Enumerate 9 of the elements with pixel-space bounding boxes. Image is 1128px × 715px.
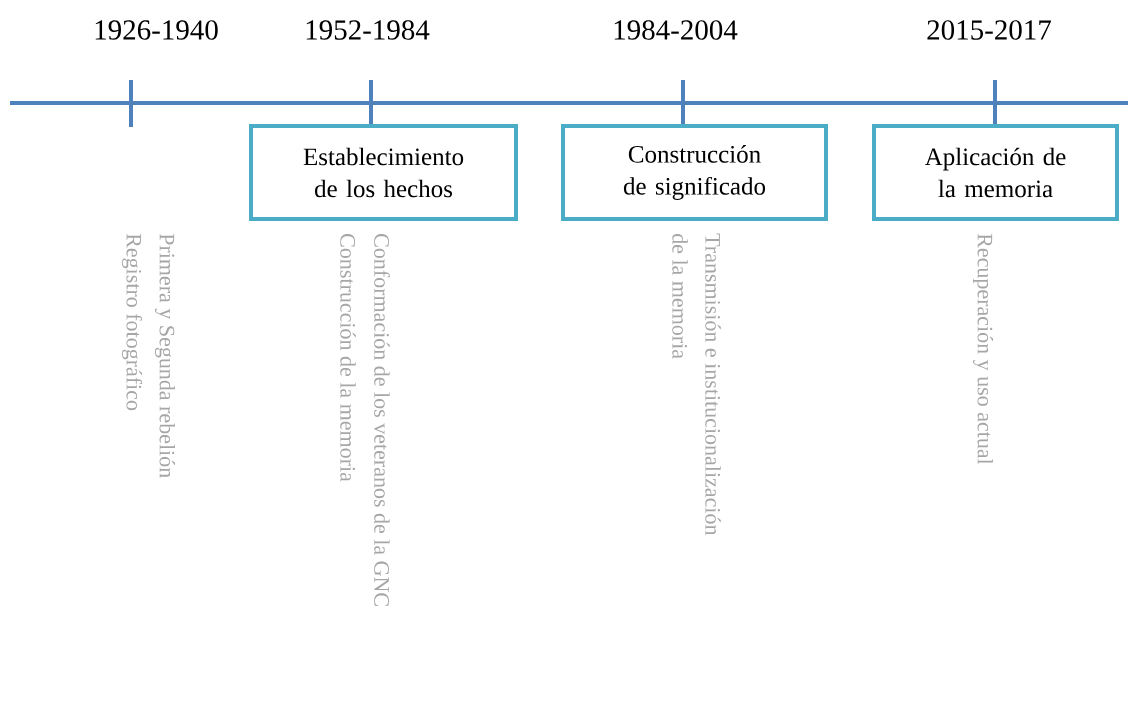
date-label: 2015-2017 bbox=[927, 20, 1051, 40]
date-label: 1926-1940 bbox=[95, 20, 218, 40]
stage-box: Construcción de significado bbox=[561, 124, 828, 221]
date-label: 1952-1984 bbox=[306, 20, 430, 40]
event-label: Primera y Segunda rebelión bbox=[155, 233, 176, 478]
event-label: Registro fotográfico bbox=[121, 233, 143, 411]
date-label: 1984-2004 bbox=[614, 20, 738, 40]
stage-box: Aplicación de la memoria bbox=[872, 124, 1119, 221]
stage-box: Establecimiento de los hechos bbox=[249, 124, 518, 221]
